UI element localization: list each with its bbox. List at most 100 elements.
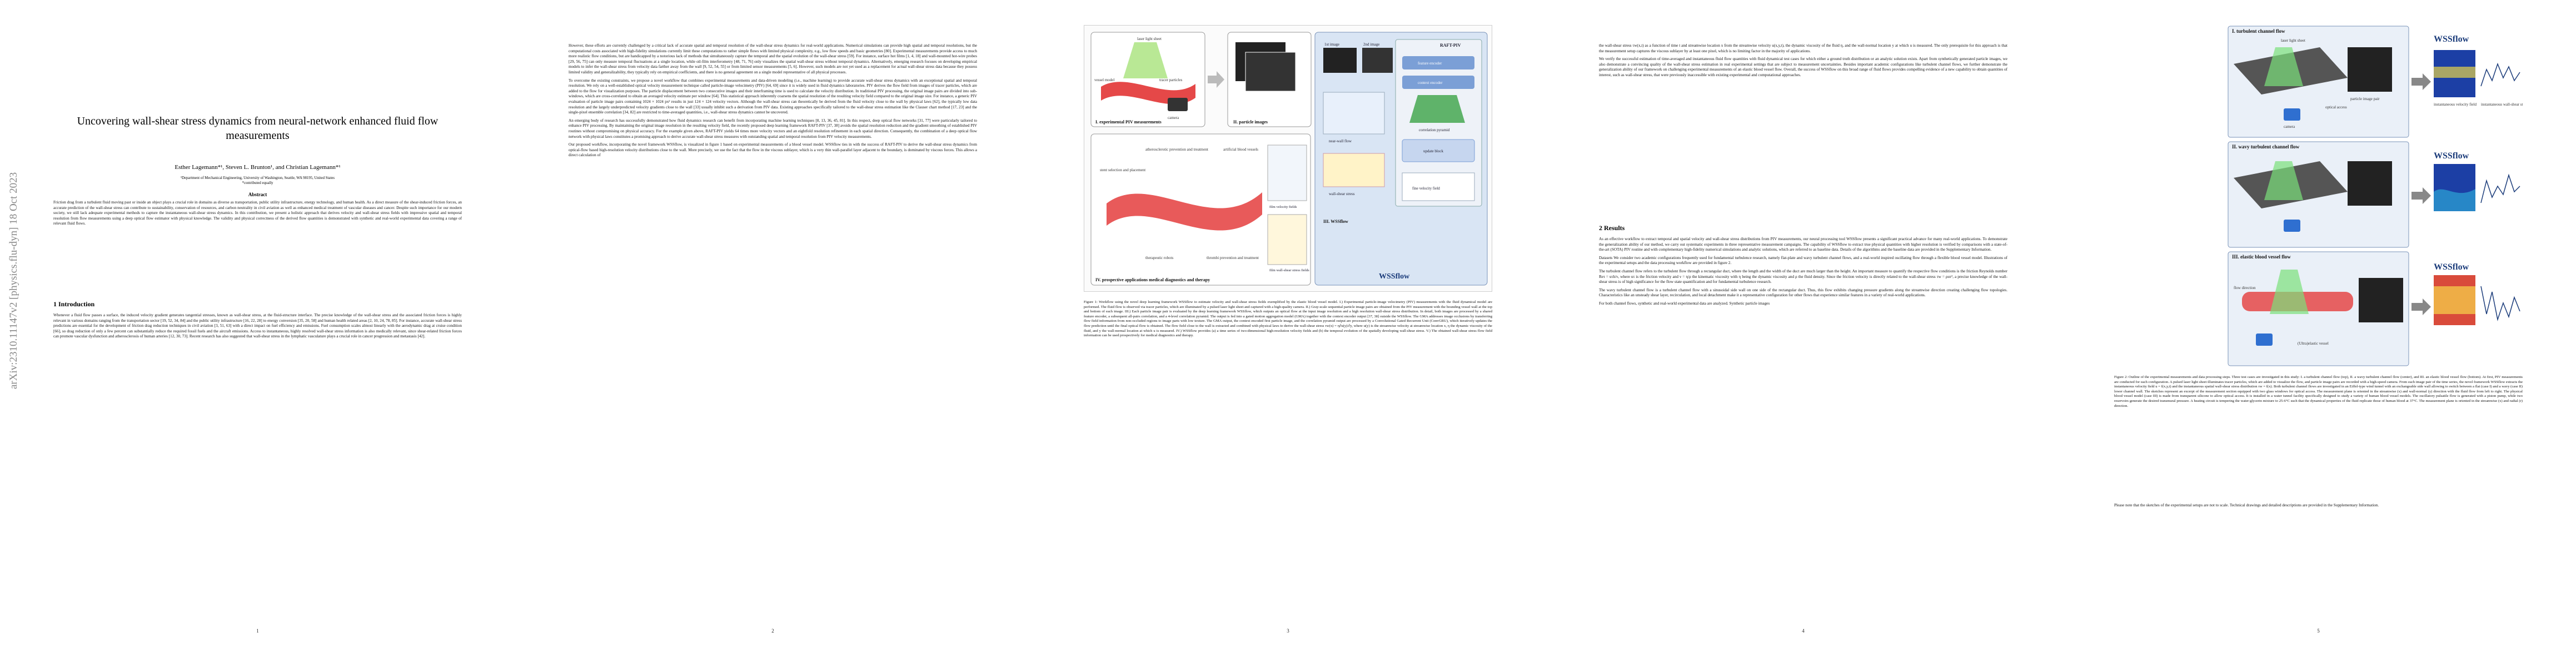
velocity-label: instantaneous velocity field [2434, 102, 2477, 107]
particle-image-thumb [2359, 278, 2403, 322]
abstract: Friction drag from a turbulent fluid mov… [53, 200, 462, 230]
page-body: Please note that the sketches of the exp… [2114, 503, 2523, 511]
wall-shear-box [1323, 153, 1385, 187]
second-image-label: 2nd image [1363, 42, 1379, 47]
paragraph: Our proposed workflow, incorporating the… [569, 142, 977, 158]
context-encoder-label: context encoder [1418, 81, 1443, 85]
tracer-label: tracer particles [1159, 78, 1183, 82]
panel-3-title: III. WSSflow [1323, 219, 1348, 224]
paragraph: We verify the successful estimation of t… [1599, 57, 2007, 77]
paragraph: The wavy turbulent channel flow is a tur… [1599, 287, 2007, 298]
setup-diagram: I. turbulent channel flow laser light sh… [2228, 26, 2529, 366]
velocity-field-band [2434, 286, 2475, 314]
workflow-diagram: laser light sheet camera vessel model tr… [1090, 32, 1488, 286]
figure-2: I. turbulent channel flow laser light sh… [2114, 25, 2529, 367]
application-label: artificial blood vessels [1223, 147, 1258, 152]
application-label: thrombi prevention and treatment [1207, 256, 1259, 260]
page-4: the wall-shear stress τw(x,t) as a funct… [1546, 0, 2061, 667]
near-wall-flow-box [1323, 92, 1385, 135]
introduction-section: 1 Introduction Whenever a fluid flow pas… [53, 296, 462, 342]
abstract-text: Friction drag from a turbulent fluid mov… [53, 200, 462, 226]
feature-encoder-label: feature encoder [1418, 61, 1442, 66]
laser-sheet-shape [2264, 161, 2303, 200]
arxiv-stamp-svg: arXiv:2310.11147v2 [physics.flu-dyn] 18 … [8, 172, 19, 389]
artery-shape [1107, 192, 1262, 231]
page-5: I. turbulent channel flow laser light sh… [2061, 0, 2576, 667]
laser-sheet-shape [2270, 270, 2309, 314]
vessel-label: vessel model [1094, 78, 1114, 82]
paragraph: An emerging body of research has success… [569, 118, 977, 139]
second-image-thumb [1362, 48, 1393, 73]
wall-shear-label: wall-shear stress [1329, 192, 1355, 196]
fine-velocity-label: fine velocity field [1412, 186, 1440, 191]
page-number: 3 [1287, 628, 1289, 634]
panel-title: I. turbulent channel flow [2232, 28, 2285, 34]
panel-4-title: IV. prospective applications medical dia… [1095, 277, 1210, 282]
velocity-output-label: film velocity fields [1269, 205, 1297, 209]
page-number: 2 [771, 628, 774, 634]
page-1: arXiv:2310.11147v2 [physics.flu-dyn] 18 … [0, 0, 515, 667]
particle-image-thumb [2348, 161, 2392, 206]
wssflow-label: WSSflow [2434, 34, 2469, 44]
panel-1-title: I. experimental PIV measurements [1095, 120, 1162, 125]
page-number: 4 [1802, 628, 1805, 634]
page-3: laser light sheet camera vessel model tr… [1030, 0, 1546, 667]
update-block-label: update block [1423, 149, 1443, 153]
results-section: 2 Results As an effective workflow to ex… [1599, 220, 2007, 310]
arrow-right-icon [2411, 298, 2431, 315]
optical-label: optical access [2325, 105, 2347, 109]
elastic-vessel-label: (Ultra)elastic vessel [2298, 341, 2329, 346]
wssflow-title: WSSflow [1379, 272, 1410, 281]
wssflow-label: WSSflow [2434, 151, 2469, 161]
figure-1-caption: Figure 1: Workflow using the novel deep … [1084, 300, 1492, 338]
affiliation: ¹Department of Mechanical Engineering, U… [53, 176, 462, 186]
velocity-output-thumb [1267, 145, 1307, 201]
paragraph: Datasets We consider two academic config… [1599, 255, 2007, 266]
application-label: stent selection and placement [1100, 168, 1145, 172]
page-number: 5 [2317, 628, 2320, 634]
paragraph: To overcome the existing constraints, we… [569, 78, 977, 115]
panel-title: II. wavy turbulent channel flow [2232, 144, 2300, 150]
section-heading: 2 Results [1599, 224, 1625, 232]
author-list: Esther Lagemann*¹, Steven L. Brunton¹, a… [175, 164, 341, 171]
laser-label: laser light sheet [2281, 38, 2305, 43]
figure-1: laser light sheet camera vessel model tr… [1084, 25, 1492, 292]
paragraph: However, these efforts are currently cha… [569, 43, 977, 74]
correlation-pyramid-shape [1409, 95, 1465, 123]
figure-2-caption: Figure 2: Outline of the experimental me… [2114, 375, 2523, 408]
update-block [1402, 139, 1475, 162]
wall-shear-trace [2480, 173, 2520, 203]
affiliation-line: ¹Department of Mechanical Engineering, U… [180, 176, 335, 180]
context-encoder-block [1402, 76, 1474, 89]
application-label: atherosclerotic prevention and treatment [1145, 147, 1208, 152]
arrow-right-icon [2411, 73, 2431, 90]
camera-icon [1168, 98, 1188, 111]
paper-title: Uncovering wall-shear stress dynamics fr… [77, 115, 439, 142]
paragraph: the wall-shear stress τw(x,t) as a funct… [1599, 43, 2007, 53]
fine-velocity-box [1402, 172, 1475, 201]
laser-label: laser light sheet [1137, 37, 1162, 41]
paragraph: Whenever a fluid flow passes a surface, … [53, 313, 462, 339]
shear-output-label: film wall-shear stress fields [1269, 268, 1309, 272]
particle-pair-label: particle image pair [2350, 97, 2380, 101]
application-label: therapeutic robots [1145, 256, 1174, 260]
camera-icon [2256, 334, 2273, 346]
paragraph: Please note that the sketches of the exp… [2114, 503, 2379, 507]
arxiv-side-stamp: arXiv:2310.11147v2 [physics.flu-dyn] 18 … [1, 44, 23, 400]
particle-image-thumb [2348, 47, 2392, 92]
shear-output-thumb [1267, 214, 1307, 265]
camera-icon [2284, 220, 2300, 232]
panel-title: III. elastic blood vessel flow [2232, 254, 2291, 260]
paragraph: The turbulent channel flow refers to the… [1599, 268, 2007, 285]
raft-label: RAFT-PIV [1440, 43, 1461, 48]
paragraph: As an effective workflow to extract temp… [1599, 237, 2007, 252]
particle-image-2 [1245, 52, 1296, 92]
abstract-heading: Abstract [248, 192, 267, 197]
laser-sheet-shape [2264, 47, 2303, 86]
arxiv-stamp-text: arXiv:2310.11147v2 [physics.flu-dyn] 18 … [8, 172, 19, 389]
first-image-label: 1st image [1324, 42, 1339, 47]
flow-direction-label: flow direction [2234, 286, 2256, 290]
page-body: the wall-shear stress τw(x,t) as a funct… [1599, 43, 2007, 81]
shear-label: instantaneous wall-shear stress [2481, 102, 2523, 107]
section-heading: 1 Introduction [53, 300, 95, 308]
